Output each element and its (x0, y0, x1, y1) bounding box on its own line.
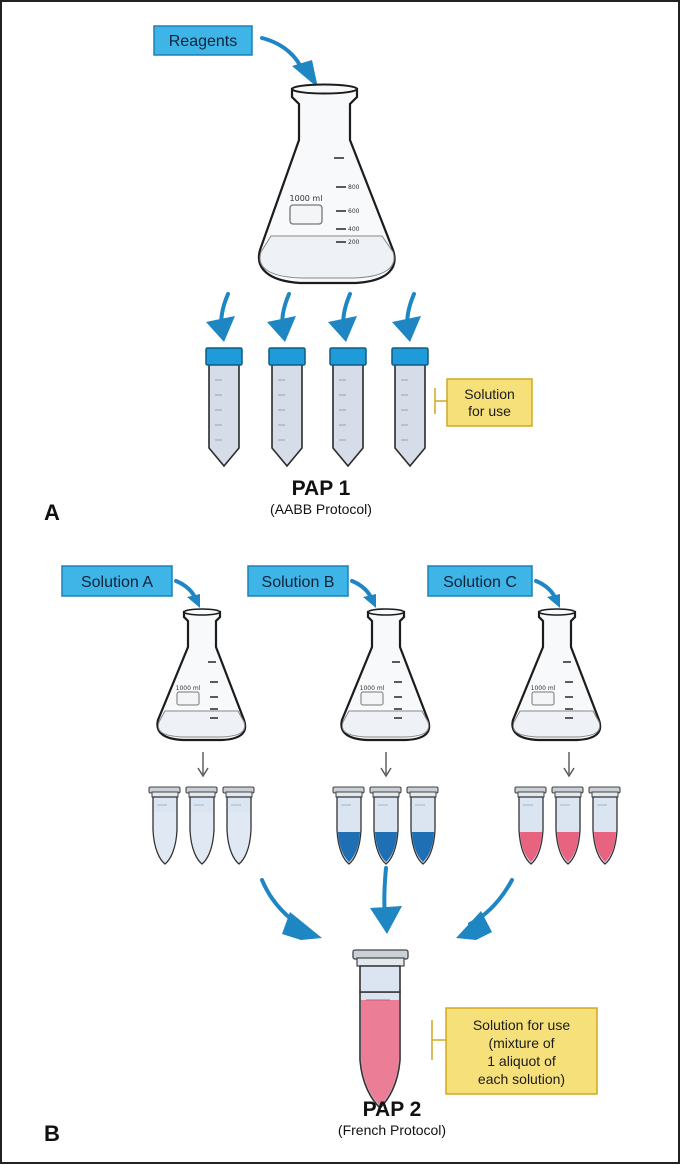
distribution-arrow (328, 292, 357, 342)
falcon-tube (205, 347, 243, 468)
pap2-title: PAP 2 (363, 1098, 422, 1121)
mixture-label: Solution for use (mixture of 1 aliquot o… (445, 1007, 598, 1095)
mixture-label-line: 1 aliquot of (487, 1053, 556, 1069)
eppendorf-tube (406, 786, 439, 865)
solution-a-label-text: Solution A (81, 574, 153, 591)
solution-label-line: Solution (464, 386, 515, 402)
mixture-label-line: each solution) (478, 1071, 565, 1087)
solution-a-arrow (174, 579, 200, 608)
flask-tick-label: 600 (348, 208, 360, 215)
reagents-label-text: Reagents (169, 33, 238, 50)
merge-arrow-right (456, 878, 514, 940)
panel-letter-b: B (44, 1121, 60, 1146)
aliquot-arrow-a (197, 752, 209, 778)
aliquot-arrow-c (563, 752, 575, 778)
solution-b-arrow (350, 579, 376, 608)
eppendorf-tube (588, 786, 621, 865)
distribution-arrow (206, 292, 235, 342)
flask-solution-a: 1000 ml (156, 608, 247, 742)
flask-tick-label: 800 (348, 184, 360, 191)
solution-b-label-text: Solution B (262, 574, 335, 591)
falcon-tube (268, 347, 306, 468)
merge-arrow-center (370, 866, 402, 934)
solution-c-arrow (534, 579, 560, 608)
eppendorf-tube (148, 786, 181, 865)
flask-large: 1000 ml 800 600 400 200 (257, 83, 396, 285)
eppendorf-tube (551, 786, 584, 865)
eppendorf-tube (514, 786, 547, 865)
solution-c-label-text: Solution C (443, 574, 517, 591)
flask-tick-label: 200 (348, 239, 360, 246)
panel-b: Solution A Solution B Solution C (44, 565, 621, 1146)
mixture-label-line: (mixture of (488, 1035, 554, 1051)
solution-for-use-label: Solution for use (446, 378, 533, 427)
eppendorf-tube (332, 786, 365, 865)
mixture-label-line: Solution for use (473, 1017, 570, 1033)
flask-large-volume: 1000 ml (290, 194, 323, 203)
flask-solution-c: 1000 ml (511, 608, 602, 742)
solution-label-line: for use (468, 403, 511, 419)
eppendorf-tube-groups (148, 786, 621, 865)
falcon-tube (391, 347, 429, 468)
solution-c-label: Solution C (427, 565, 533, 597)
solution-a-label: Solution A (61, 565, 173, 597)
solution-b-label: Solution B (247, 565, 349, 597)
panel-a: Reagents 1000 ml 800 600 400 200 (44, 25, 533, 525)
flask-volume: 1000 ml (176, 685, 201, 692)
final-mixture-tube (352, 949, 409, 1110)
eppendorf-tube (369, 786, 402, 865)
distribution-arrow (392, 292, 421, 342)
aliquot-arrow-b (380, 752, 392, 778)
pap1-title: PAP 1 (292, 477, 351, 500)
eppendorf-tube (222, 786, 255, 865)
panel-letter-a: A (44, 500, 60, 525)
merge-arrow-left (260, 878, 322, 940)
flask-solution-b: 1000 ml (340, 608, 431, 742)
pap1-subtitle: (AABB Protocol) (270, 501, 372, 517)
reagents-arrow (260, 36, 318, 88)
pap2-subtitle: (French Protocol) (338, 1122, 446, 1138)
distribution-arrow (267, 292, 296, 342)
flask-volume: 1000 ml (360, 685, 385, 692)
eppendorf-tube (185, 786, 218, 865)
flask-tick-label: 400 (348, 226, 360, 233)
flask-volume: 1000 ml (531, 685, 556, 692)
reagents-label: Reagents (153, 25, 253, 56)
falcon-tube (329, 347, 367, 468)
